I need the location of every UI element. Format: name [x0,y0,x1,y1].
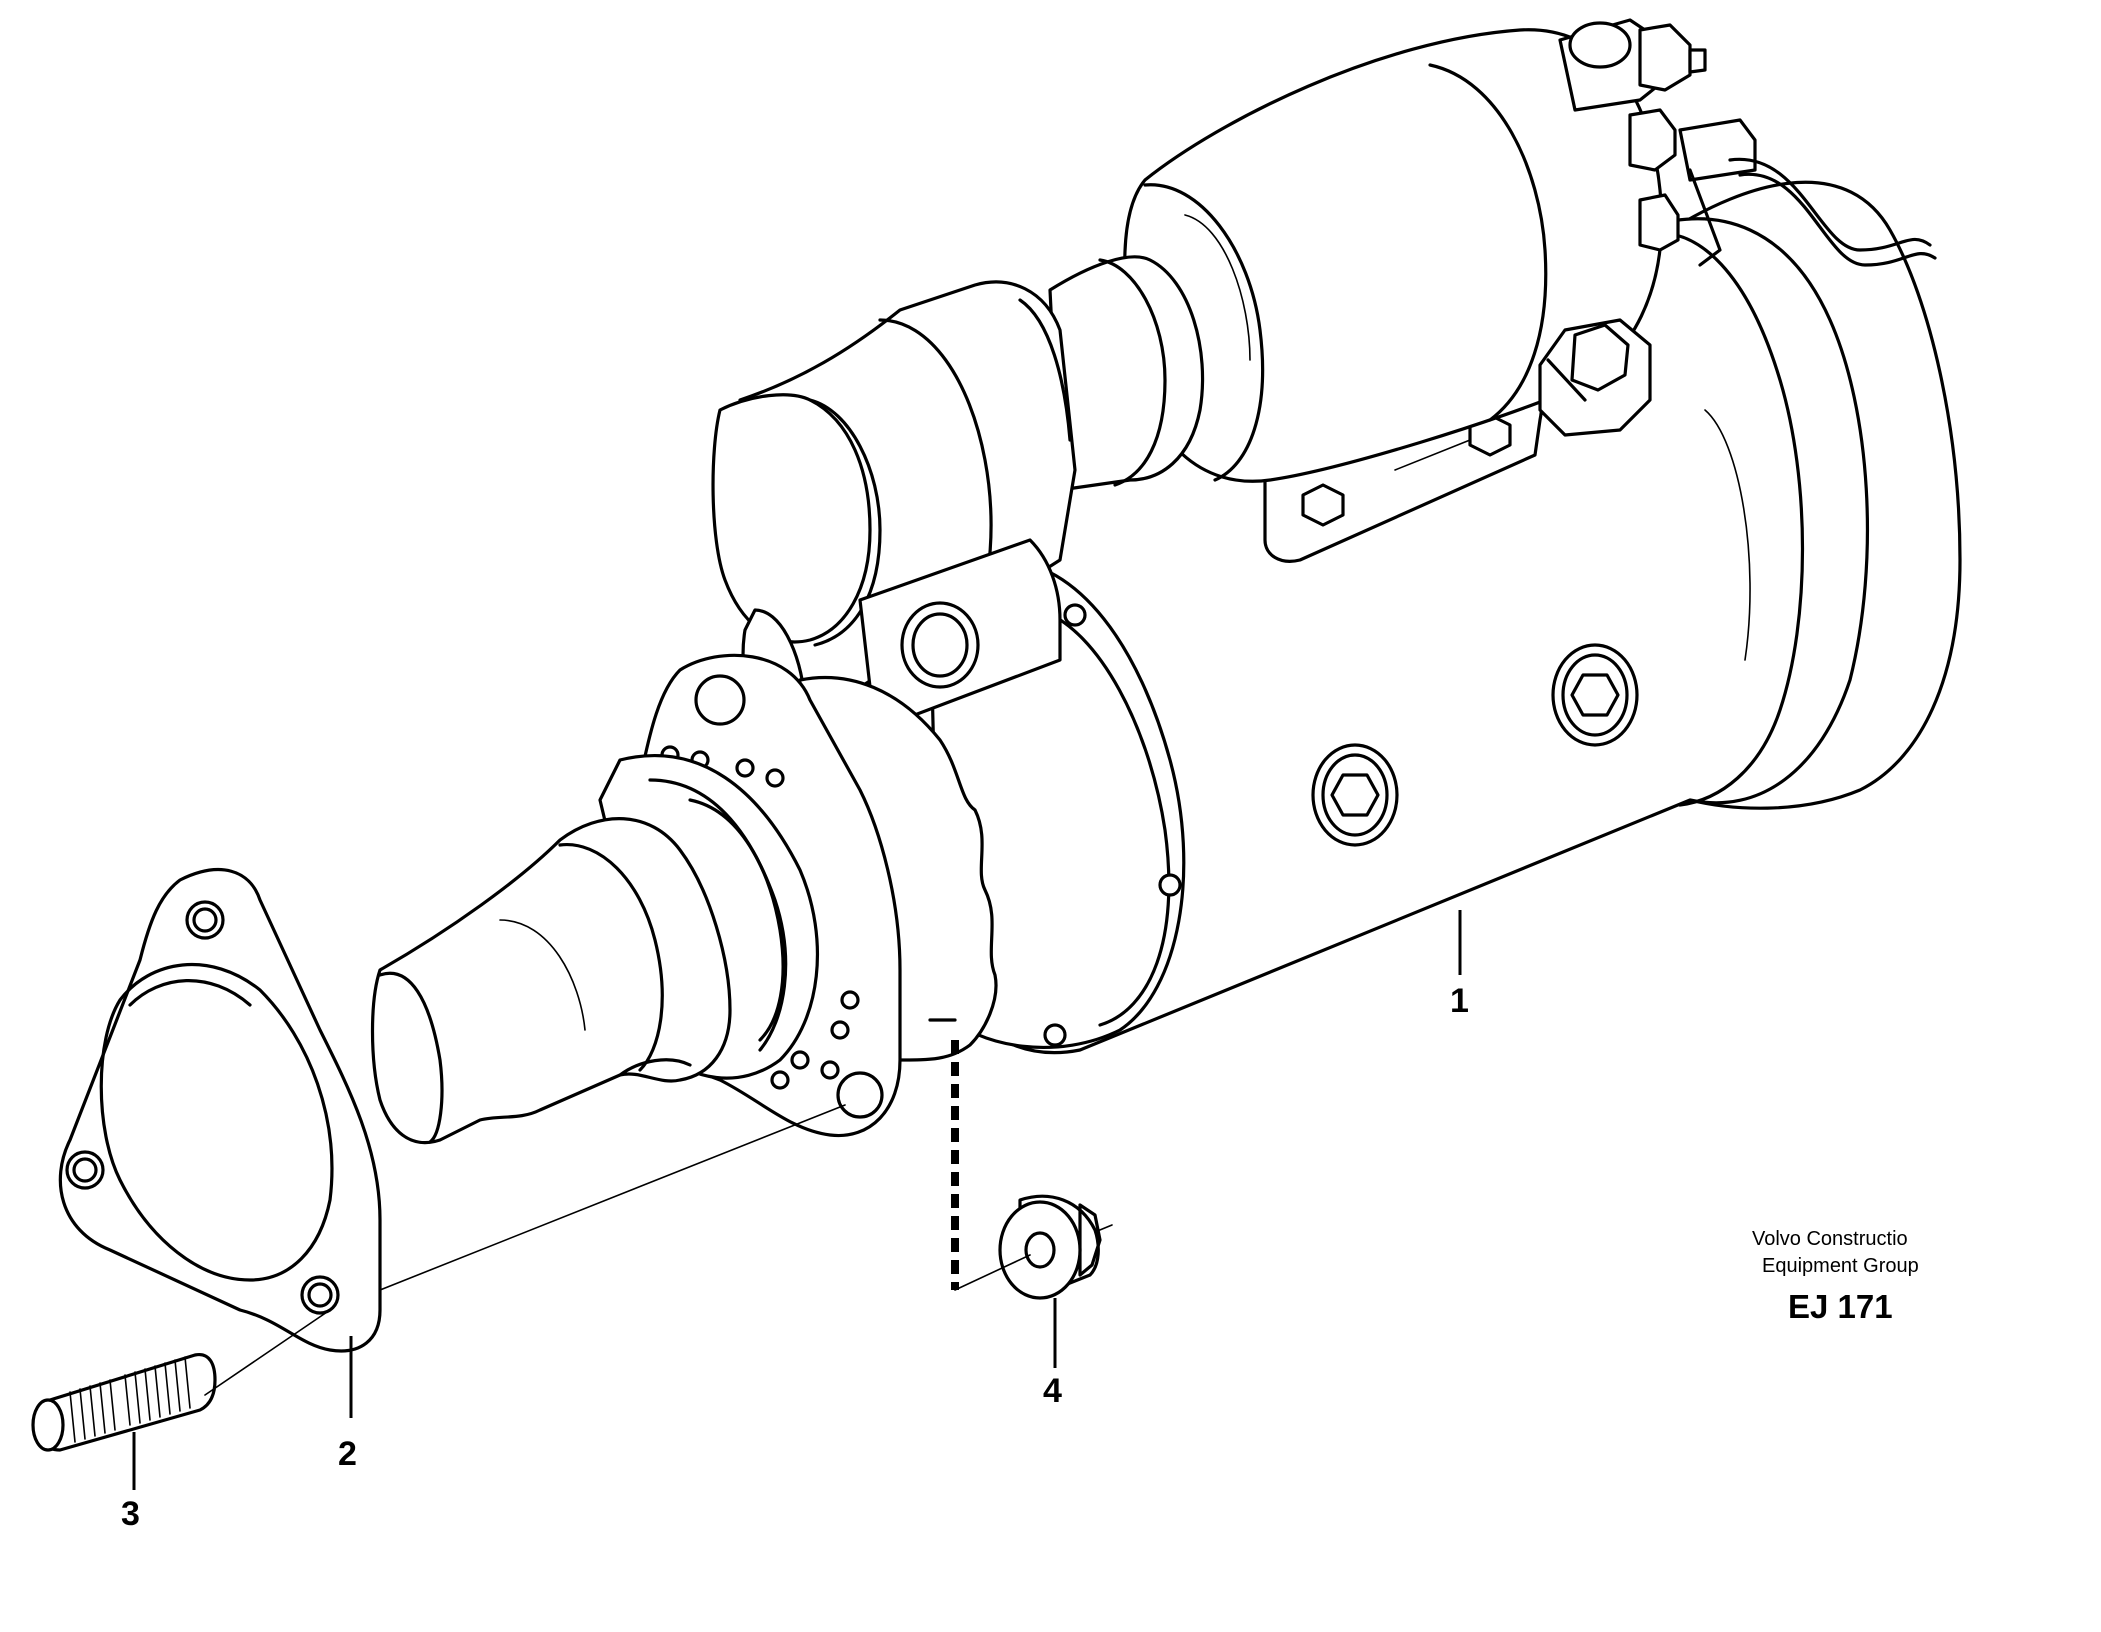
solenoid [1048,18,1937,563]
credit-line-2: Equipment Group [1762,1255,1919,1277]
drawing-code: EJ 171 [1788,1288,1893,1325]
assembly-lines [204,1018,1031,1396]
callout-1: 1 [1450,982,1469,1020]
drive-housing [370,280,1077,1145]
credit-line-1: Volvo Constructio [1752,1228,1908,1250]
stud [31,1353,217,1452]
starter-motor-body [928,180,1962,1055]
hex-plug-rear [1551,643,1639,747]
flange-nut [998,1194,1113,1300]
callout-4: 4 [1043,1372,1062,1410]
gasket [58,868,382,1353]
leader-lines [132,910,1462,1490]
terminal-nut [1538,318,1652,437]
callout-3: 3 [121,1495,140,1533]
hex-plug-front [1311,743,1399,847]
credit-block: Volvo Constructio Equipment Group EJ 171 [1752,1228,1919,1325]
callout-2: 2 [338,1435,357,1473]
